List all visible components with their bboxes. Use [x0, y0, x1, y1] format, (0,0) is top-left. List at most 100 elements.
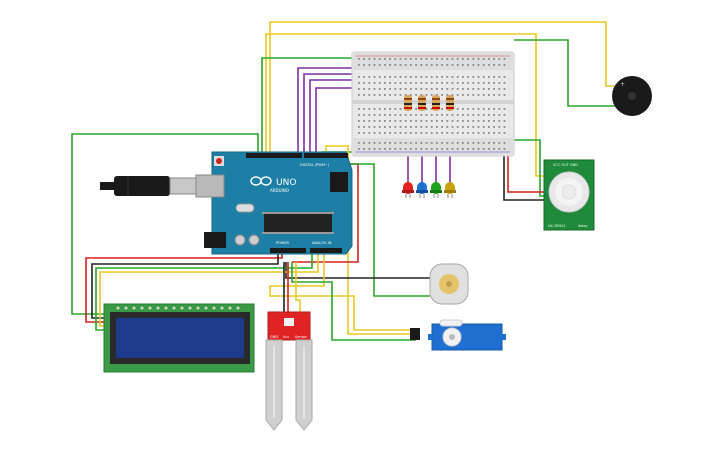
breadboard-hole — [482, 148, 485, 150]
breadboard-hole — [425, 82, 428, 84]
breadboard-hole — [363, 126, 365, 128]
pir-top-label: VCC OUT GND — [553, 163, 578, 167]
breadboard-hole — [410, 114, 412, 116]
breadboard-hole — [488, 132, 490, 134]
breadboard-hole — [410, 58, 412, 60]
breadboard-hole — [436, 114, 438, 116]
breadboard-hole — [373, 64, 376, 66]
breadboard-hole — [456, 148, 459, 150]
breadboard-hole — [389, 82, 391, 84]
breadboard-hole — [404, 58, 407, 60]
servo-motor — [410, 319, 506, 351]
breadboard-hole — [498, 82, 501, 84]
breadboard-hole — [368, 88, 371, 90]
breadboard-hole — [462, 142, 464, 144]
breadboard-hole — [389, 64, 391, 66]
breadboard-hole — [363, 108, 365, 110]
breadboard-hole — [467, 148, 469, 150]
breadboard-hole — [472, 76, 475, 78]
breadboard-hole — [425, 94, 428, 96]
breadboard-hole — [462, 82, 464, 84]
breadboard-hole — [378, 88, 381, 90]
lcd-pins — [116, 306, 240, 310]
breadboard-hole — [363, 114, 365, 116]
breadboard-hole — [436, 132, 438, 134]
breadboard-hole — [472, 58, 475, 60]
breadboard-hole — [420, 148, 423, 150]
breadboard-hole — [378, 132, 381, 134]
breadboard-hole — [394, 108, 397, 110]
breadboard-hole — [446, 88, 449, 90]
breadboard-hole — [482, 58, 485, 60]
resistor-1 — [404, 95, 412, 111]
breadboard-hole — [425, 64, 428, 66]
led-yellow — [444, 182, 456, 198]
breadboard-hole — [456, 94, 459, 96]
breadboard-hole — [451, 120, 454, 122]
breadboard-hole — [462, 94, 464, 96]
breadboard-hole — [477, 76, 480, 78]
breadboard-hole — [467, 58, 469, 60]
breadboard-hole — [373, 76, 376, 78]
breadboard-hole — [389, 108, 391, 110]
wire-green-servo — [291, 262, 416, 341]
breadboard-hole — [462, 148, 464, 150]
breadboard-hole — [467, 132, 469, 134]
breadboard-hole — [415, 114, 417, 116]
breadboard-hole — [399, 114, 402, 116]
breadboard-hole — [368, 76, 371, 78]
breadboard-hole — [446, 120, 449, 122]
breadboard-hole — [503, 82, 506, 84]
lcd-pin — [172, 306, 176, 310]
breadboard-hole — [389, 114, 391, 116]
breadboard-hole — [451, 94, 454, 96]
wire-green-left — [71, 133, 259, 315]
breadboard-hole — [498, 64, 501, 66]
breadboard-hole — [456, 88, 459, 90]
breadboard-hole — [498, 94, 501, 96]
breadboard-hole — [389, 58, 391, 60]
breadboard-hole — [399, 64, 402, 66]
moist-label-gnd: GND — [270, 335, 278, 339]
breadboard-hole — [384, 88, 386, 90]
breadboard-hole — [451, 126, 454, 128]
breadboard-hole — [415, 120, 417, 122]
breadboard-hole — [425, 142, 428, 144]
breadboard-hole — [477, 142, 480, 144]
breadboard-hole — [488, 108, 490, 110]
breadboard-hole — [373, 114, 376, 116]
breadboard-hole — [451, 76, 454, 78]
breadboard-hole — [436, 142, 438, 144]
breadboard-hole — [503, 132, 506, 134]
breadboard-hole — [410, 82, 412, 84]
breadboard-hole — [467, 120, 469, 122]
breadboard-hole — [456, 126, 459, 128]
breadboard-hole — [498, 88, 501, 90]
breadboard-hole — [488, 88, 490, 90]
breadboard-hole — [420, 64, 423, 66]
breadboard-hole — [373, 142, 376, 144]
power-label: POWER — [276, 241, 290, 245]
breadboard-hole — [384, 148, 386, 150]
piezo-buzzer: + — [612, 76, 652, 116]
breadboard-hole — [441, 58, 443, 60]
breadboard-hole — [446, 126, 449, 128]
breadboard-hole — [425, 108, 428, 110]
breadboard-hole — [404, 132, 407, 134]
breadboard-hole — [363, 94, 365, 96]
breadboard-hole — [363, 148, 365, 150]
breadboard-hole — [384, 132, 386, 134]
breadboard-hole — [477, 132, 480, 134]
lcd-pin — [156, 306, 160, 310]
breadboard-hole — [436, 82, 438, 84]
breadboard-hole — [404, 126, 407, 128]
breadboard-hole — [482, 132, 485, 134]
lcd-display — [103, 303, 255, 373]
breadboard-hole — [415, 132, 417, 134]
breadboard-hole — [488, 64, 490, 66]
breadboard-hole — [394, 88, 397, 90]
breadboard-hole — [477, 120, 480, 122]
breadboard-hole — [482, 120, 485, 122]
lcd-pin — [220, 306, 224, 310]
breadboard-hole — [425, 126, 428, 128]
